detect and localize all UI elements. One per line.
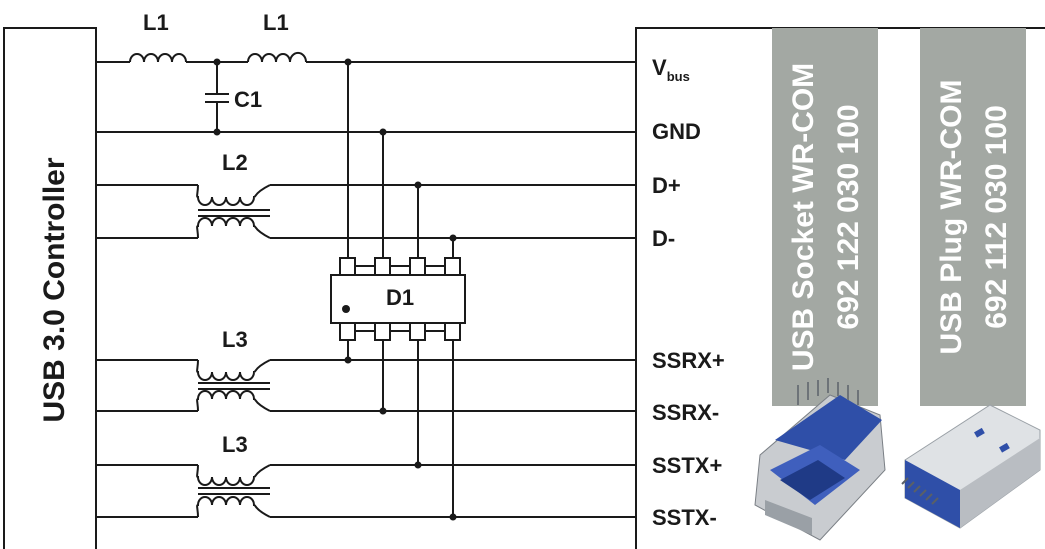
vbus-label: Vbus xyxy=(652,55,690,84)
l3-tx-label: L3 xyxy=(222,432,248,457)
plug-panel-line2: 692 112 030 100 xyxy=(980,105,1013,329)
inductor-l1-left xyxy=(129,53,187,63)
tvs-diode-d1 xyxy=(330,62,466,517)
l1-right-label: L1 xyxy=(263,10,289,35)
plug-panel: USB Plug WR-COM 692 112 030 100 xyxy=(920,28,1026,406)
junction-c1-bottom xyxy=(213,128,221,136)
d1-label: D1 xyxy=(386,285,414,310)
l1-left-label: L1 xyxy=(143,10,169,35)
sstx-minus-label: SSTX- xyxy=(652,505,717,530)
l2-label: L2 xyxy=(222,150,248,175)
controller-label: USB 3.0 Controller xyxy=(38,157,71,422)
socket-panel-line1: USB Socket WR-COM xyxy=(787,63,820,371)
controller-block: USB 3.0 Controller xyxy=(3,27,97,549)
sstx-plus-label: SSTX+ xyxy=(652,453,722,478)
usb-socket-image xyxy=(754,378,886,541)
ssrx-plus-label: SSRX+ xyxy=(652,348,725,373)
gnd-label: GND xyxy=(652,119,701,144)
plug-panel-line1: USB Plug WR-COM xyxy=(935,80,968,355)
ssrx-minus-label: SSRX- xyxy=(652,400,719,425)
junction-dots xyxy=(344,58,457,521)
junction-c1-top xyxy=(213,58,221,66)
l3-rx-label: L3 xyxy=(222,327,248,352)
dplus-label: D+ xyxy=(652,173,681,198)
choke-l2 xyxy=(196,184,271,239)
c1-label: C1 xyxy=(234,87,262,112)
signal-labels: Vbus GND D+ D- SSRX+ SSRX- SSTX+ SSTX- xyxy=(652,55,725,530)
usb-plug-image xyxy=(901,404,1041,529)
choke-l3-rx xyxy=(196,359,271,412)
capacitor-c1 xyxy=(205,62,229,132)
choke-l3-tx xyxy=(196,464,271,518)
d1-pin1-marker xyxy=(342,305,350,313)
inductor-l1-right xyxy=(247,51,307,63)
connector-block xyxy=(635,27,1045,549)
socket-panel-line2: 692 122 030 100 xyxy=(832,104,865,329)
dminus-label: D- xyxy=(652,226,675,251)
socket-panel: USB Socket WR-COM 692 122 030 100 xyxy=(772,28,878,406)
